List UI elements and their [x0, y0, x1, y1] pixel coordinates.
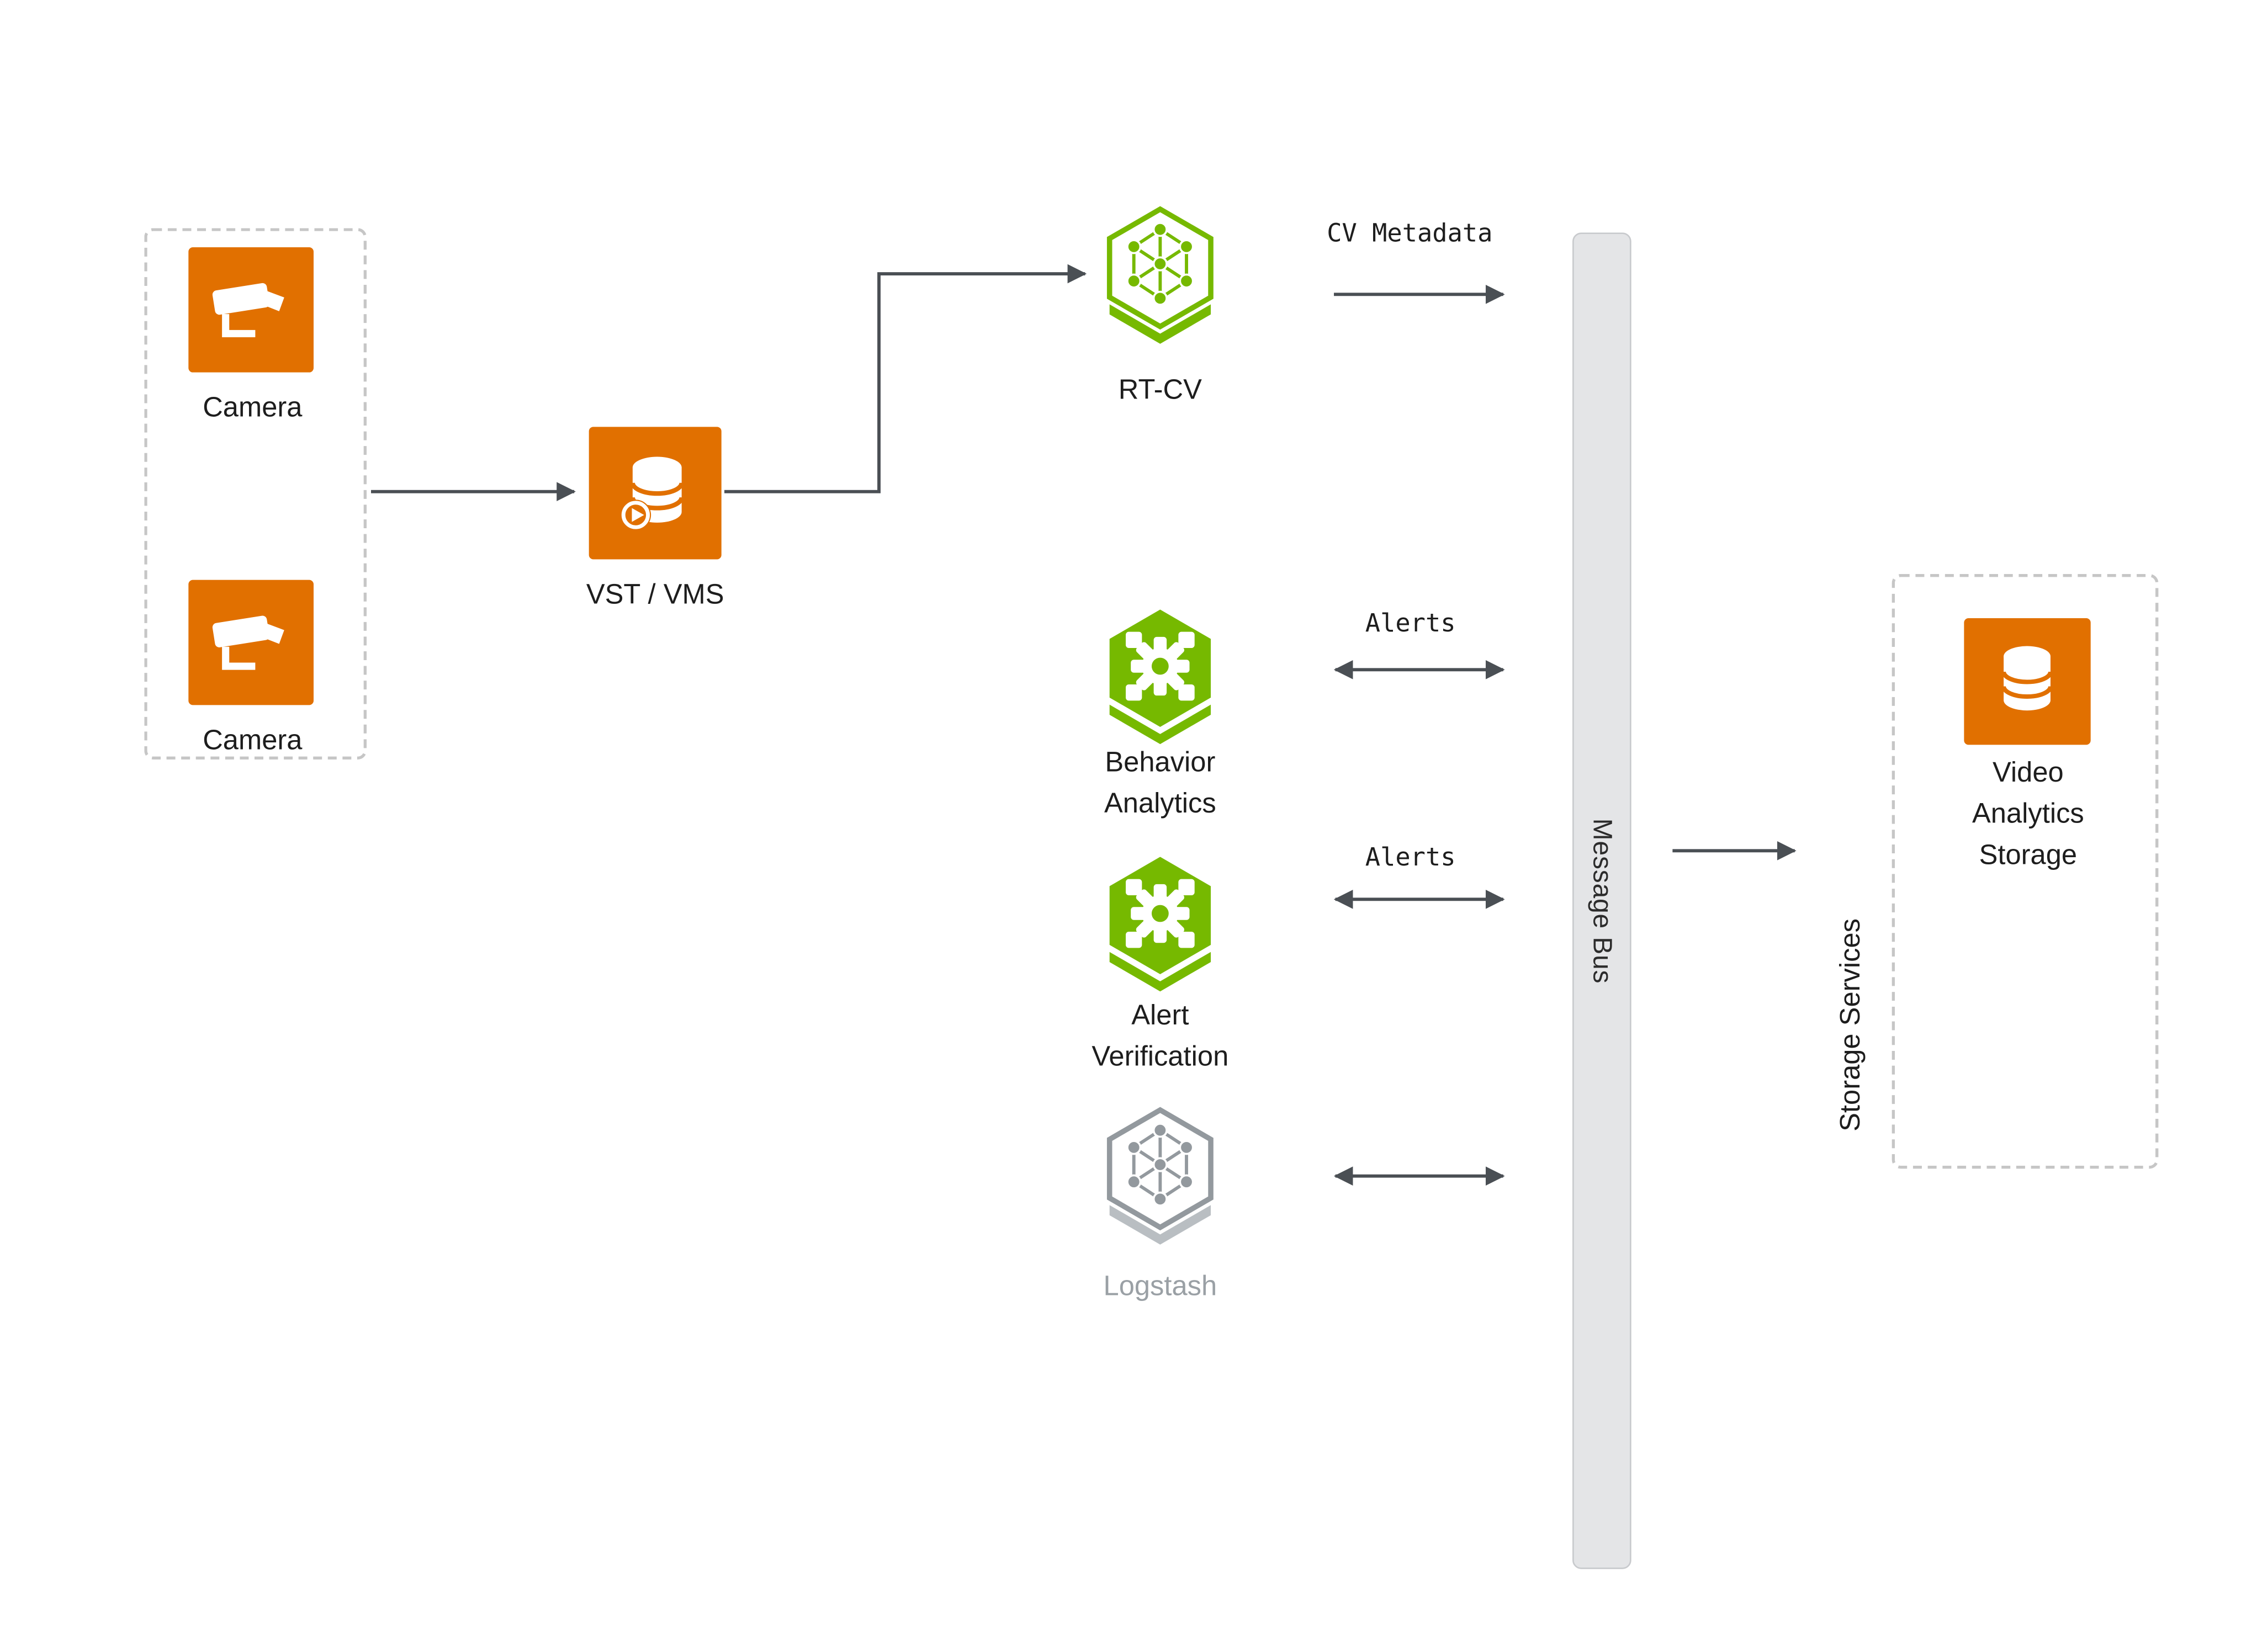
alerts-label-verification: Alerts: [1365, 843, 1456, 873]
cv-metadata-label: CV Metadata: [1327, 219, 1493, 249]
message-bus-label: Message Bus: [1588, 818, 1618, 984]
message-bus: Message Bus: [1572, 232, 1631, 1569]
video-analytics-storage-label-line2: Analytics: [1972, 799, 2084, 831]
vst-vms-node: [589, 427, 722, 560]
play-icon: [621, 500, 650, 529]
behavior-analytics-label-line2: Analytics: [1104, 789, 1216, 820]
logstash-node: [1095, 1104, 1225, 1250]
alert-verification-label-line1: Alert: [1131, 1001, 1189, 1032]
database-icon: [2001, 646, 2053, 711]
camera-2-label: Camera: [203, 725, 303, 757]
alert-verification-label-line2: Verification: [1092, 1042, 1229, 1074]
storage-services-group: [1892, 574, 2159, 1169]
storage-services-label: Storage Services: [1836, 918, 1867, 1131]
video-database-icon: [619, 456, 684, 530]
alert-verification-label: Alert Verification: [1042, 996, 1278, 1079]
video-analytics-storage-node: [1964, 618, 2091, 745]
video-analytics-storage-label: Video Analytics Storage: [1906, 753, 2149, 877]
camera-group: [144, 228, 367, 760]
camera-icon-1: [188, 247, 314, 373]
video-analytics-storage-label-line3: Storage: [1979, 840, 2078, 872]
logstash-label: Logstash: [1103, 1272, 1217, 1303]
rt-cv-label: RT-CV: [1118, 375, 1202, 407]
behavior-analytics-label-line1: Behavior: [1105, 747, 1216, 779]
rt-cv-node: [1095, 203, 1225, 349]
alerts-label-behavior: Alerts: [1365, 609, 1456, 639]
gear-microservice-hexagon-icon: [1109, 857, 1211, 992]
camera-1-label: Camera: [203, 393, 303, 424]
edge-vst-to-rtcv: [724, 264, 1087, 493]
cctv-camera-icon: [212, 283, 284, 338]
behavior-analytics-node: [1095, 603, 1225, 749]
video-analytics-storage-label-line1: Video: [1993, 758, 2064, 789]
neural-network-hexagon-icon: [1106, 206, 1214, 344]
neural-network-hexagon-gray-icon: [1106, 1107, 1214, 1245]
alert-verification-node: [1095, 851, 1225, 996]
gear-microservice-hexagon-icon: [1109, 609, 1211, 745]
storage-services-label-wrap: Storage Services: [1826, 880, 1879, 1169]
camera-icon-2: [188, 580, 314, 705]
cctv-camera-icon: [212, 615, 284, 670]
vst-vms-label: VST / VMS: [586, 580, 724, 611]
behavior-analytics-label: Behavior Analytics: [1042, 743, 1278, 826]
